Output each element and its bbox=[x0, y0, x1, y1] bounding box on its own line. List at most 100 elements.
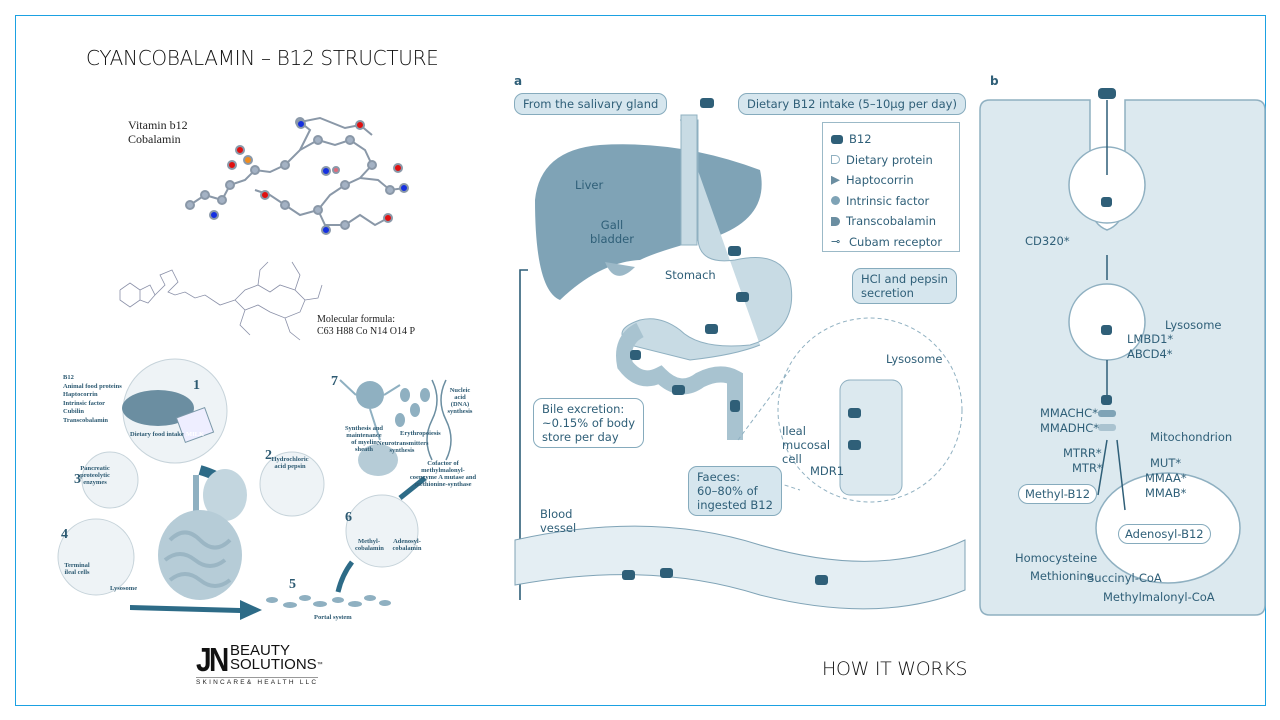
ileal-line2: mucosal bbox=[782, 438, 831, 452]
haptocorrin-icon bbox=[831, 175, 840, 185]
blood-line1: Blood bbox=[540, 507, 573, 521]
panel-a-legend: B12 Dietary protein Haptocorrin Intrinsi… bbox=[822, 122, 960, 252]
logo-line2: SOLUTIONS™ bbox=[230, 656, 323, 673]
step-number: 6 bbox=[345, 510, 352, 525]
legend-item-haptocorrin: Haptocorrin bbox=[831, 170, 951, 191]
step-number: 1 bbox=[193, 378, 200, 393]
pathway-legend-item: Intrinsic factor bbox=[63, 399, 106, 407]
label-myelin: Synthesis and maintenance of myelin shea… bbox=[344, 425, 384, 453]
legend-label: Dietary protein bbox=[846, 152, 933, 167]
bile-line2: ~0.15% of body bbox=[542, 416, 636, 430]
label-mtr: MTR* bbox=[1072, 461, 1103, 475]
label-portal: Portal system bbox=[314, 614, 352, 621]
label-lysosome-a: Lysosome bbox=[886, 352, 943, 366]
label-dietary: Dietary food intake bbox=[130, 431, 184, 438]
label-homocysteine: Homocysteine bbox=[1015, 551, 1098, 565]
label-lysosome: Lysosome bbox=[110, 585, 138, 592]
salivary-gland-box: From the salivary gland bbox=[514, 93, 668, 115]
label-mitochondrion: Mitochondrion bbox=[1150, 430, 1233, 444]
slide-title: CYANCOBALAMIN – B12 STRUCTURE bbox=[86, 46, 439, 70]
gall-line2: bladder bbox=[590, 232, 634, 246]
legend-label: Transcobalamin bbox=[846, 214, 937, 229]
panel-a-letter: a bbox=[514, 74, 523, 88]
faeces-line3: ingested B12 bbox=[697, 498, 773, 512]
legend-label: Intrinsic factor bbox=[846, 193, 930, 208]
molecule-skeletal-formula bbox=[119, 261, 323, 341]
molecule-3d-model bbox=[185, 116, 409, 235]
label-cd320: CD320* bbox=[1025, 234, 1070, 248]
label-mmachc: MMACHC* bbox=[1040, 406, 1098, 420]
label-adenosyl: Adenosyl-cobalamin bbox=[392, 538, 422, 552]
label-liver: Liver bbox=[575, 178, 604, 192]
label-pancreatic: Pancreatic proteolytic enzymes bbox=[80, 465, 110, 486]
panel-b-letter: b bbox=[990, 74, 999, 88]
legend-item-dietary-protein: Dietary protein bbox=[831, 150, 951, 171]
legend-label: Cubam receptor bbox=[849, 234, 943, 249]
label-mtrr: MTRR* bbox=[1063, 446, 1102, 460]
step-number: 4 bbox=[61, 527, 68, 542]
label-mmadhc: MMADHC* bbox=[1040, 421, 1099, 435]
legend-item-intrinsic-factor: Intrinsic factor bbox=[831, 191, 951, 212]
label-succinyl-coa: Succinyl-CoA bbox=[1087, 571, 1162, 585]
label-mut: MUT* bbox=[1150, 456, 1182, 470]
molecule-name-line1: Vitamin b12 bbox=[128, 118, 188, 132]
label-mmaa: MMAA* bbox=[1145, 471, 1187, 485]
label-mdr1: MDR1 bbox=[810, 464, 845, 478]
pathway-legend-item: Haptocorrin bbox=[63, 391, 98, 398]
label-dna: Nucleic acid (DNA) synthesis bbox=[447, 387, 473, 415]
ileal-line1: Ileal bbox=[782, 424, 806, 438]
label-erythro: Erythropoiesis bbox=[400, 430, 441, 437]
faeces-line2: 60–80% of bbox=[697, 484, 758, 498]
logo-line2-text: SOLUTIONS bbox=[230, 656, 317, 673]
legend-label: Haptocorrin bbox=[846, 173, 914, 188]
molecule-name-line2: Cobalamin bbox=[128, 132, 181, 146]
logo-tm: ™ bbox=[316, 662, 323, 668]
label-milk: MILK bbox=[186, 431, 205, 438]
pathway-legend-item: B12 bbox=[63, 374, 74, 381]
label-ileal: Terminal ileal cells bbox=[64, 562, 90, 576]
legend-item-b12: B12 bbox=[831, 129, 951, 150]
ileal-line3: cell bbox=[782, 452, 802, 466]
logo-tagline: SKINCARE& HEALTH LLC bbox=[196, 677, 319, 686]
label-methyl: Methyl-cobalamin bbox=[355, 538, 384, 552]
legend-label: B12 bbox=[849, 132, 872, 147]
blood-line2: vessel bbox=[540, 521, 577, 535]
cubam-receptor-icon: ⊸ bbox=[831, 235, 841, 249]
logo-initials: JN bbox=[196, 641, 229, 678]
pathway-legend-item: Animal food proteins bbox=[63, 382, 122, 390]
bile-line3: store per day bbox=[542, 430, 619, 444]
adenosyl-b12-box: Adenosyl-B12 bbox=[1118, 524, 1211, 544]
dietary-protein-icon bbox=[831, 155, 840, 165]
label-methionine: Methionine bbox=[1030, 569, 1094, 583]
transcobalamin-icon bbox=[831, 216, 840, 226]
bile-line1: Bile excretion: bbox=[542, 402, 625, 416]
label-cofactor: Cofactor of methylmalonyl-coenzyme A mut… bbox=[409, 460, 477, 488]
faeces-line1: Faeces: bbox=[697, 470, 740, 484]
digestive-diagram bbox=[514, 98, 966, 610]
dietary-intake-box: Dietary B12 intake (5–10µg per day) bbox=[738, 93, 966, 115]
label-methylmalonyl-coa: Methylmalonyl-CoA bbox=[1103, 590, 1215, 604]
hcl-line2: secretion bbox=[861, 286, 914, 300]
gall-line1: Gall bbox=[600, 218, 624, 232]
footer-caption: HOW IT WORKS bbox=[822, 658, 968, 680]
molecule-name: Vitamin b12 Cobalamin bbox=[128, 118, 188, 146]
pathway-legend-item: Transcobalamin bbox=[63, 416, 109, 424]
step-number: 7 bbox=[331, 374, 338, 389]
label-lysosome-b: Lysosome bbox=[1165, 318, 1222, 332]
hcl-line1: HCl and pepsin bbox=[861, 272, 948, 286]
label-mmab: MMAB* bbox=[1145, 486, 1187, 500]
formula-value: C63 H88 Co N14 O14 P bbox=[317, 326, 416, 337]
label-stomach: Stomach bbox=[665, 268, 716, 282]
label-lmbd1: LMBD1* bbox=[1127, 332, 1174, 346]
step-number: 3 bbox=[74, 472, 81, 487]
b12-icon bbox=[831, 134, 843, 144]
pathway-legend: B12 Animal food proteins Haptocorrin Int… bbox=[63, 374, 122, 425]
pathway-illustration bbox=[57, 358, 452, 620]
label-abcd4: ABCD4* bbox=[1127, 347, 1173, 361]
